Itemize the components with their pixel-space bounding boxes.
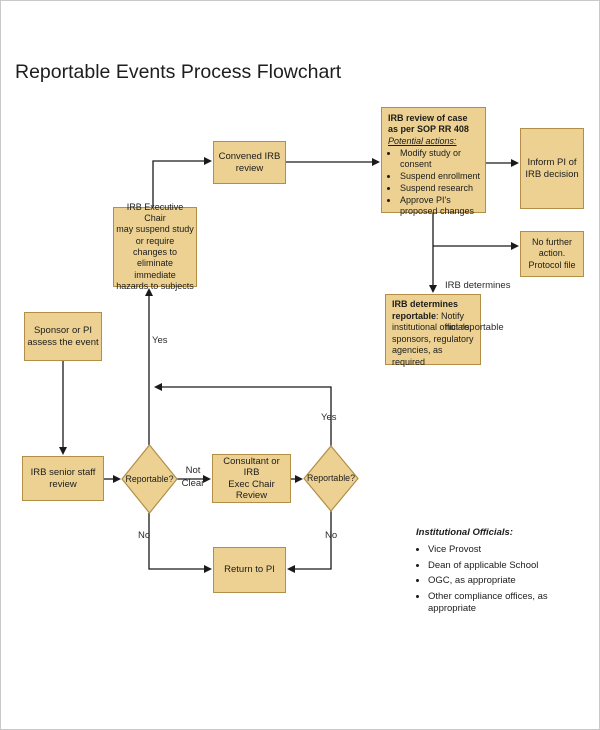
node-label: Exec Chair Review bbox=[228, 478, 275, 502]
node-convened-irb-review: Convened IRB review bbox=[213, 141, 286, 184]
node-irb-senior-staff-review: IRB senior staff review bbox=[22, 456, 104, 501]
decision2-diamond bbox=[303, 445, 359, 512]
node-label: Consultant or IRB bbox=[223, 455, 280, 479]
legend-item: Dean of applicable School bbox=[428, 560, 568, 572]
arrow-execchair-to-convened bbox=[152, 157, 212, 207]
node-irb-review-of-case: IRB review of case as per SOP RR 408 Pot… bbox=[381, 107, 486, 216]
edge-label-no2: No bbox=[325, 530, 338, 541]
node-label: No further action. bbox=[531, 236, 573, 259]
node-subtitle: Potential actions: bbox=[388, 135, 457, 146]
arrow-decision2-yes-join bbox=[154, 383, 332, 446]
node-label: Inform PI of bbox=[527, 157, 577, 168]
legend-list: Vice Provost Dean of applicable School O… bbox=[416, 544, 568, 615]
decision1-diamond bbox=[121, 444, 178, 514]
arrow-decision1-no-to-return bbox=[148, 513, 212, 573]
node-label: Sponsor or PI bbox=[33, 325, 93, 336]
legend-item: Other compliance offices, as appropriate bbox=[428, 591, 568, 615]
arrow-decision2-no-to-return bbox=[287, 511, 332, 573]
edge-label-not-reportable: IRB determines not reportable bbox=[445, 251, 510, 363]
node-label: Return to PI bbox=[224, 564, 275, 576]
node-label: review bbox=[235, 162, 264, 174]
node-sponsor-assess: Sponsor or PI assess the event bbox=[24, 312, 102, 361]
node-consultant-review: Consultant or IRB Exec Chair Review bbox=[212, 454, 291, 503]
list-item: Approve PI's proposed changes bbox=[399, 195, 482, 218]
edge-label-line: IRB determines bbox=[445, 280, 511, 291]
potential-actions-list: Modify study or consent Suspend enrollme… bbox=[388, 148, 482, 217]
node-label: eliminate immediate bbox=[134, 258, 176, 280]
node-title: IRB review of case bbox=[388, 113, 468, 123]
node-label: may suspend study bbox=[116, 224, 194, 235]
node-label: hazards to subjects bbox=[116, 280, 194, 291]
node-return-to-pi: Return to PI bbox=[213, 547, 286, 593]
legend-item: Vice Provost bbox=[428, 544, 568, 556]
node-irb-determines-reportable: IRB determines reportable: Notify instit… bbox=[385, 294, 481, 367]
decision1-label: Reportable? bbox=[125, 474, 174, 484]
node-label: IRB decision bbox=[525, 168, 579, 180]
edge-label-yes2: Yes bbox=[321, 412, 337, 423]
node-label: assess the event bbox=[27, 336, 99, 348]
node-title: as per SOP RR 408 bbox=[388, 124, 469, 135]
page-title: Reportable Events Process Flowchart bbox=[15, 61, 342, 83]
node-no-further-action: No further action. Protocol file bbox=[520, 231, 584, 277]
legend-heading: Institutional Officials: bbox=[416, 527, 513, 538]
node-label: review bbox=[49, 478, 77, 490]
node-label: : Notify institutional officials, sponso… bbox=[392, 310, 474, 367]
edge-label-no1: No bbox=[138, 530, 151, 541]
institutional-officials-legend: Institutional Officials: Vice Provost De… bbox=[416, 527, 568, 618]
node-inform-pi: Inform PI of IRB decision bbox=[520, 128, 584, 209]
node-label: or require bbox=[135, 235, 175, 246]
node-irb-executive-chair: IRB Executive Chair may suspend study or… bbox=[113, 202, 197, 291]
edge-label-line: Clear bbox=[181, 477, 205, 489]
edge-label-not-clear: Not Clear bbox=[178, 465, 208, 490]
edge-label-yes1: Yes bbox=[152, 335, 168, 346]
list-item: Modify study or consent bbox=[399, 148, 482, 171]
legend-item: OGC, as appropriate bbox=[428, 575, 568, 587]
decision2-label: Reportable? bbox=[307, 473, 355, 483]
node-label: Protocol file bbox=[528, 259, 576, 270]
edge-label-line: not reportable bbox=[445, 322, 504, 333]
node-label: IRB Executive Chair bbox=[126, 201, 184, 224]
node-label: changes to bbox=[132, 247, 178, 257]
list-item: Suspend research bbox=[399, 183, 482, 194]
node-label: Convened IRB bbox=[218, 151, 281, 162]
node-label: IRB senior staff bbox=[30, 467, 96, 478]
edge-label-line: Not bbox=[185, 465, 201, 476]
node-label-bold: IRB determines reportable bbox=[392, 299, 459, 321]
list-item: Suspend enrollment bbox=[399, 171, 482, 182]
